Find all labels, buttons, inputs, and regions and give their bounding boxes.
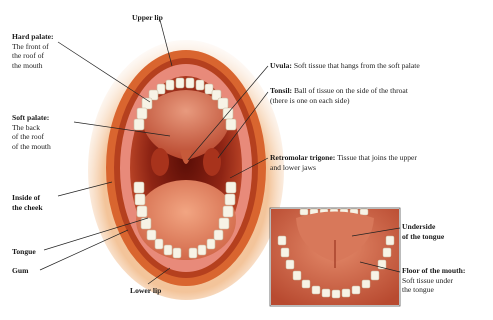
label-uvula: Uvula: Soft tissue that hangs from the s…: [270, 61, 420, 71]
label-upper-lip: Upper lip: [132, 13, 163, 23]
label-lower-lip: Lower lip: [130, 286, 161, 296]
label-tonsil: Tonsil: Ball of tissue on the side of th…: [270, 86, 408, 105]
tonsil-right: [203, 148, 221, 176]
label-hard-palate: Hard palate: The front of the roof of th…: [12, 32, 54, 70]
label-soft-palate: Soft palate: The back of the roof of the…: [12, 113, 51, 151]
label-gum: Gum: [12, 266, 28, 276]
label-inside-cheek: Inside of the cheek: [12, 193, 43, 212]
label-retromolar-trigone: Retromolar trigone: Tissue that joins th…: [270, 153, 417, 172]
tonsil-left: [151, 148, 169, 176]
label-underside-of-tongue: Underside of the tongue: [402, 222, 444, 241]
label-tongue: Tongue: [12, 247, 36, 257]
label-floor-of-mouth: Floor of the mouth: Soft tissue under th…: [402, 266, 465, 295]
